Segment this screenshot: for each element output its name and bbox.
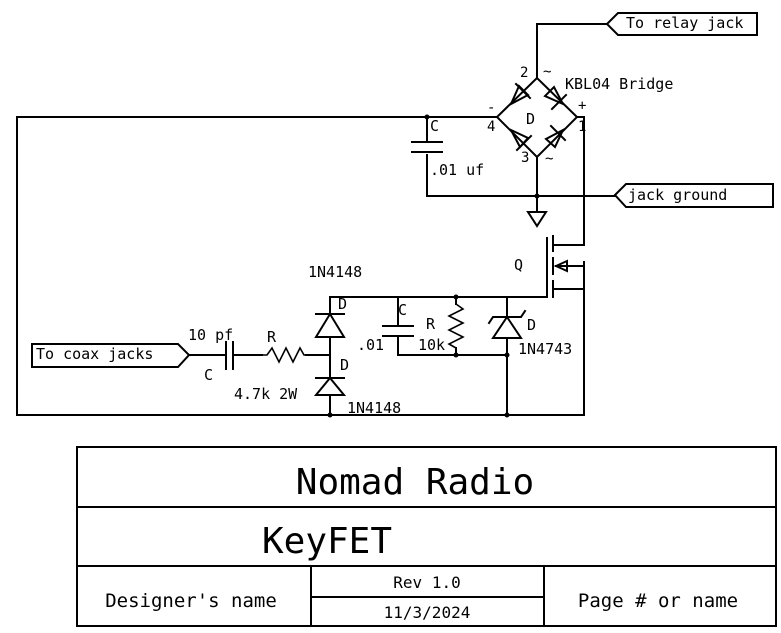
zener-ref: D [527,316,536,334]
port-to-relay-jack[interactable]: To relay jack [605,12,758,36]
title-company: Nomad Radio [296,462,534,503]
zener-1n4743[interactable]: D 1N4743 [487,309,572,358]
resistor-10k[interactable]: R 10k [418,303,465,354]
title-block: Nomad Radio KeyFET Designer's name Rev 1… [76,446,777,627]
bridge-diode-lower-left [508,127,533,152]
r-series-value: 4.7k 2W [234,385,298,403]
title-revision: Rev 1.0 [393,573,460,592]
port-label-relay: To relay jack [626,14,743,32]
title-date: 11/3/2024 [384,603,471,622]
d-upper-part: 1N4148 [308,263,362,281]
c-bypass-ref: C [430,117,439,135]
bridge-plus: + [578,98,586,114]
bridge-part: KBL04 Bridge [565,75,673,93]
bridge-ac-top: ~ [543,64,551,80]
bridge-diode-upper-left [508,82,532,107]
d-lower-part: 1N4148 [347,399,401,417]
bridge-diode-upper-right [543,85,568,111]
d-upper-ref: D [338,295,347,313]
mosfet-ref: Q [514,256,523,274]
r-series-ref: R [267,328,277,346]
c-bypass-value: .01 uf [430,161,484,179]
port-label-coax: To coax jacks [36,345,153,363]
bridge-pin-1: 1 [578,119,586,135]
bridge-pin-2: 2 [520,65,528,81]
capacitor-gate[interactable]: C .01 [357,301,414,354]
port-to-coax-jacks[interactable]: To coax jacks [31,343,191,368]
bridge-ac-bottom: ~ [545,151,553,167]
wires [16,23,616,416]
title-designer: Designer's name [105,590,277,612]
junctions [327,114,540,418]
resistor-4k7[interactable]: R 4.7k 2W [234,328,306,403]
bridge-ref: D [526,110,535,128]
port-label-ground: jack ground [628,186,727,204]
capacitor-coupling[interactable]: 10 pf C [188,326,234,384]
d-lower-ref: D [340,356,349,374]
capacitor-bypass[interactable]: C .01 uf [411,117,484,179]
title-project: KeyFET [262,521,392,562]
mosfet-q[interactable]: Q [514,235,585,298]
c-gate-ref: C [398,301,407,319]
bridge-rectifier-kbl04[interactable]: 2 ~ - 4 + 1 3 ~ D KBL04 Bridge [487,64,673,167]
c-coupling-ref: C [204,366,213,384]
bridge-pin-3: 3 [521,150,529,166]
bridge-minus: - [487,100,495,116]
title-page: Page # or name [578,590,738,612]
port-jack-ground[interactable]: jack ground [613,183,774,208]
ground-symbol [526,211,548,228]
r-gate-value: 10k [418,336,445,354]
c-gate-value: .01 [357,336,384,354]
r-gate-ref: R [426,315,436,333]
bridge-pin-4: 4 [487,119,495,135]
diode-1n4148-lower[interactable]: D 1N4148 [313,356,401,417]
diode-1n4148-upper[interactable]: D 1N4148 [308,263,362,338]
c-coupling-value: 10 pf [188,326,233,344]
zener-part: 1N4743 [518,340,572,358]
bridge-diode-lower-right [544,124,567,149]
